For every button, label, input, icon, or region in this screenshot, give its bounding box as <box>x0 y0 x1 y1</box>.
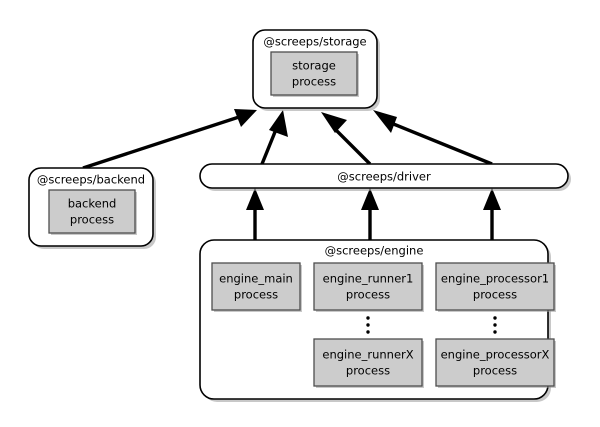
driver-pill-box <box>199 163 569 189</box>
edge-driver-to-storage-1 <box>260 110 288 165</box>
storage-group-label: @screeps/storage <box>263 35 366 49</box>
process-box-engine-processor1[interactable] <box>435 262 555 311</box>
process-label-engine-runnerx-line2: process <box>346 364 390 378</box>
process-box-engine-main[interactable] <box>211 262 301 311</box>
group-driver[interactable]: @screeps/driver <box>199 163 571 191</box>
edge-engine-to-driver-3 <box>483 188 501 240</box>
edge-backend-to-storage <box>82 109 257 170</box>
process-box-engine-runner1[interactable] <box>313 262 423 311</box>
group-engine[interactable]: @screeps/engine engine_main process engi… <box>199 239 556 402</box>
process-label-engine-processor1-line1: engine_processor1 <box>441 272 549 286</box>
group-storage[interactable]: @screeps/storage storage process <box>252 29 380 111</box>
process-label-engine-main-line2: process <box>234 288 278 302</box>
process-label-engine-processorx-line2: process <box>473 364 517 378</box>
process-box-storage[interactable] <box>270 51 358 96</box>
driver-group-label: @screeps/driver <box>337 170 431 184</box>
process-label-backend-line1: backend <box>68 197 117 211</box>
process-box-engine-processorx[interactable] <box>435 338 555 387</box>
process-label-backend-line2: process <box>70 213 114 227</box>
process-label-engine-main-line1: engine_main <box>219 272 293 286</box>
process-label-engine-processorx-line1: engine_processorX <box>441 348 550 362</box>
ellipsis-runner-column <box>366 316 370 334</box>
backend-group-label: @screeps/backend <box>37 173 145 187</box>
ellipsis-processor-column <box>493 316 497 334</box>
process-label-engine-runner1-line2: process <box>346 288 390 302</box>
group-backend[interactable]: @screeps/backend backend process <box>28 167 156 249</box>
edge-driver-to-storage-3 <box>373 110 493 166</box>
process-box-engine-runnerx[interactable] <box>313 338 423 387</box>
process-label-engine-runnerx-line1: engine_runnerX <box>322 348 413 362</box>
engine-group-label: @screeps/engine <box>325 244 424 258</box>
edge-engine-to-driver-1 <box>246 188 264 240</box>
process-label-storage-line2: process <box>292 75 336 89</box>
process-label-storage-line1: storage <box>292 59 336 73</box>
process-label-engine-processor1-line2: process <box>473 288 517 302</box>
edge-engine-to-driver-2 <box>361 188 379 240</box>
process-label-engine-runner1-line1: engine_runner1 <box>323 272 414 286</box>
edge-driver-to-storage-2 <box>321 112 372 166</box>
process-box-backend[interactable] <box>48 189 136 234</box>
